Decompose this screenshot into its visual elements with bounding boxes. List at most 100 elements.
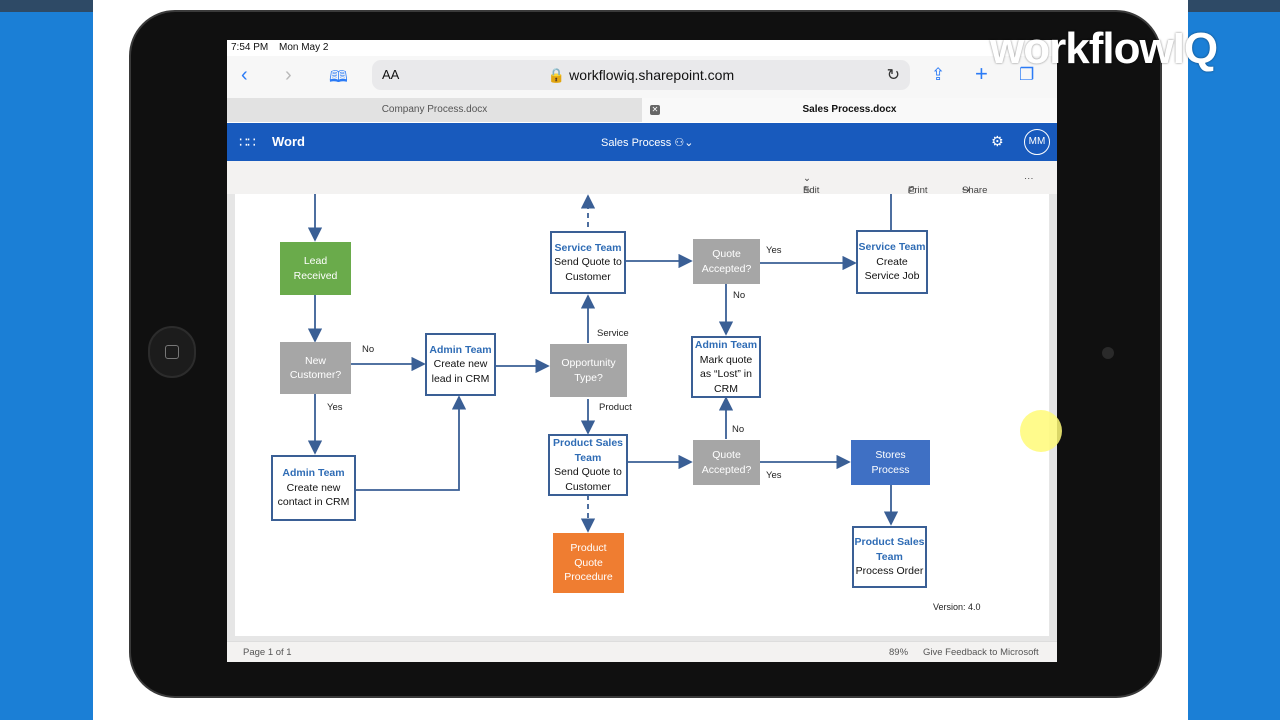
pencil-icon: ✎ <box>803 185 811 196</box>
cursor-highlight <box>1020 410 1062 452</box>
opp-type-line-1: Opportunity <box>561 357 616 369</box>
home-button[interactable] <box>148 326 196 378</box>
admin-lost-line-2: as “Lost” in <box>700 368 752 380</box>
url-value: workflowiq.sharepoint.com <box>569 67 735 83</box>
opportunity-type-decision: Opportunity Type? <box>550 344 627 397</box>
label-yes-new-customer: Yes <box>327 402 343 413</box>
stores-process-box: Stores Process <box>851 440 930 485</box>
forward-icon[interactable]: › <box>285 64 292 86</box>
settings-icon[interactable]: ⚙ <box>991 133 1004 149</box>
document-area[interactable]: Lead Received New Customer? Admin Team C… <box>227 194 1057 641</box>
lead-line-1: Lead <box>303 255 328 267</box>
label-no-quote-1: No <box>733 290 746 301</box>
safari-toolbar: ‹ › 🕮 AA 🔒 workflowiq.sharepoint.com ↻ ⇪… <box>227 56 1057 98</box>
back-icon[interactable]: ‹ <box>241 64 248 86</box>
close-tab-icon[interactable]: ✕ <box>650 105 660 115</box>
document-title-text: Sales Process <box>601 137 672 149</box>
product-order-team-2: Team <box>876 550 903 563</box>
label-yes-quote-2: Yes <box>766 470 782 481</box>
app-launcher-icon[interactable]: ∷∷ <box>239 134 256 150</box>
bookmarks-icon[interactable]: 🕮 <box>329 69 348 86</box>
quote-accepted-1-line-2: Accepted? <box>701 262 752 275</box>
new-customer-line-1: New <box>304 354 326 367</box>
stores-line-2: Process <box>871 463 910 476</box>
tab-sales-process-label: Sales Process.docx <box>802 104 897 115</box>
admin-contact-line-2: contact in CRM <box>277 496 350 509</box>
workflowiq-logo: workflowIQ <box>990 24 1218 73</box>
product-quote-line-1: Send Quote to <box>554 466 622 478</box>
admin-lead-line-2: lead in CRM <box>431 372 490 385</box>
share-label: Share <box>962 185 988 196</box>
share-people-icon: ⚇⌄ <box>674 137 694 149</box>
home-icon <box>165 345 179 359</box>
service-job-line-1: Create <box>876 255 908 268</box>
service-quote-line-2: Customer <box>565 270 611 283</box>
product-order-team-1: Product Sales <box>854 536 925 549</box>
document-title[interactable]: Sales Process ⚇⌄ <box>601 136 693 149</box>
url-text: 🔒 workflowiq.sharepoint.com <box>372 67 910 84</box>
opp-type-line-2: Type? <box>574 371 603 384</box>
print-label: Print <box>908 185 928 196</box>
tab-strip: Company Process.docx ✕ Sales Process.doc… <box>227 98 1057 122</box>
command-bar: ✎ Edit Document ⌄ ⎙ Print ↪ Share ··· <box>227 161 1057 207</box>
service-send-quote-box: Service Team Send Quote to Customer <box>550 231 626 294</box>
admin-lost-line-1: Mark quote <box>699 353 753 366</box>
tab-company-process[interactable]: Company Process.docx <box>227 98 642 122</box>
procedure-line-2: Quote <box>574 556 603 569</box>
page-count: Page 1 of 1 <box>243 647 292 658</box>
document-page: Lead Received New Customer? Admin Team C… <box>235 194 1049 636</box>
admin-lead-team: Admin Team <box>429 343 492 356</box>
admin-contact-line-1: Create new <box>286 481 341 494</box>
quote-accepted-decision-2: Quote Accepted? <box>693 440 760 485</box>
word-app-name[interactable]: Word <box>272 134 305 149</box>
avatar[interactable]: MM <box>1024 129 1050 155</box>
product-process-order-box: Product Sales Team Process Order <box>852 526 927 588</box>
quote-accepted-decision-1: Quote Accepted? <box>693 239 760 284</box>
reader-aa-button[interactable]: AA <box>382 67 400 82</box>
service-job-line-2: Service Job <box>864 270 920 283</box>
new-tab-icon[interactable]: + <box>975 61 988 86</box>
product-order-line-1: Process Order <box>855 565 924 578</box>
admin-lost-line-3: CRM <box>714 382 738 395</box>
admin-lead-line-1: Create new <box>433 358 488 371</box>
printer-icon: ⎙ <box>908 185 916 196</box>
label-product: Product <box>599 402 632 413</box>
share-arrow-icon: ↪ <box>962 185 970 196</box>
edit-document-button[interactable]: ✎ Edit Document ⌄ <box>803 173 846 207</box>
product-quote-team-2: Team <box>574 451 602 464</box>
tabs-overview-icon[interactable]: ❐ <box>1019 65 1035 84</box>
label-no-quote-2: No <box>732 424 745 435</box>
status-footer: Page 1 of 1 89% Give Feedback to Microso… <box>227 641 1057 662</box>
product-quote-procedure-box: Product Quote Procedure <box>553 533 624 593</box>
admin-contact-team: Admin Team <box>282 467 345 480</box>
status-bar: 7:54 PM Mon May 2 <box>227 40 1057 56</box>
ipad-screen: 7:54 PM Mon May 2 ‹ › 🕮 AA 🔒 workflowiq.… <box>227 40 1057 662</box>
share-icon[interactable]: ⇪ <box>931 65 946 84</box>
admin-lost-team: Admin Team <box>694 339 758 351</box>
status-time: 7:54 PM <box>231 42 269 53</box>
service-job-team: Service Team <box>858 241 926 254</box>
version-label: Version: 4.0 <box>933 602 981 612</box>
service-quote-line-1: Send Quote to <box>554 256 622 269</box>
quote-accepted-2-line-2: Accepted? <box>701 463 752 476</box>
address-bar[interactable]: AA 🔒 workflowiq.sharepoint.com ↻ <box>372 60 910 90</box>
lead-line-2: Received <box>293 269 338 282</box>
flowchart-connectors <box>307 194 899 533</box>
label-no-new-customer: No <box>362 344 375 355</box>
product-quote-team-1: Product Sales <box>552 437 624 449</box>
procedure-line-1: Product <box>570 542 607 555</box>
feedback-link[interactable]: Give Feedback to Microsoft <box>923 647 1039 658</box>
label-yes-quote-1: Yes <box>766 245 782 256</box>
admin-mark-lost-box: Admin Team Mark quote as “Lost” in CRM <box>691 336 761 398</box>
service-quote-team: Service Team <box>554 241 622 254</box>
zoom-level[interactable]: 89% <box>889 647 909 658</box>
more-options-button[interactable]: ··· <box>1024 173 1034 184</box>
reload-icon[interactable]: ↻ <box>886 67 900 84</box>
admin-create-lead-box: Admin Team Create new lead in CRM <box>425 333 496 396</box>
procedure-line-3: Procedure <box>564 571 613 584</box>
quote-accepted-2-line-1: Quote <box>712 449 741 461</box>
tab-sales-process[interactable]: ✕ Sales Process.docx <box>642 98 1057 122</box>
new-customer-decision: New Customer? <box>280 342 351 394</box>
lead-received-box: Lead Received <box>280 242 351 295</box>
status-date: Mon May 2 <box>279 42 329 53</box>
